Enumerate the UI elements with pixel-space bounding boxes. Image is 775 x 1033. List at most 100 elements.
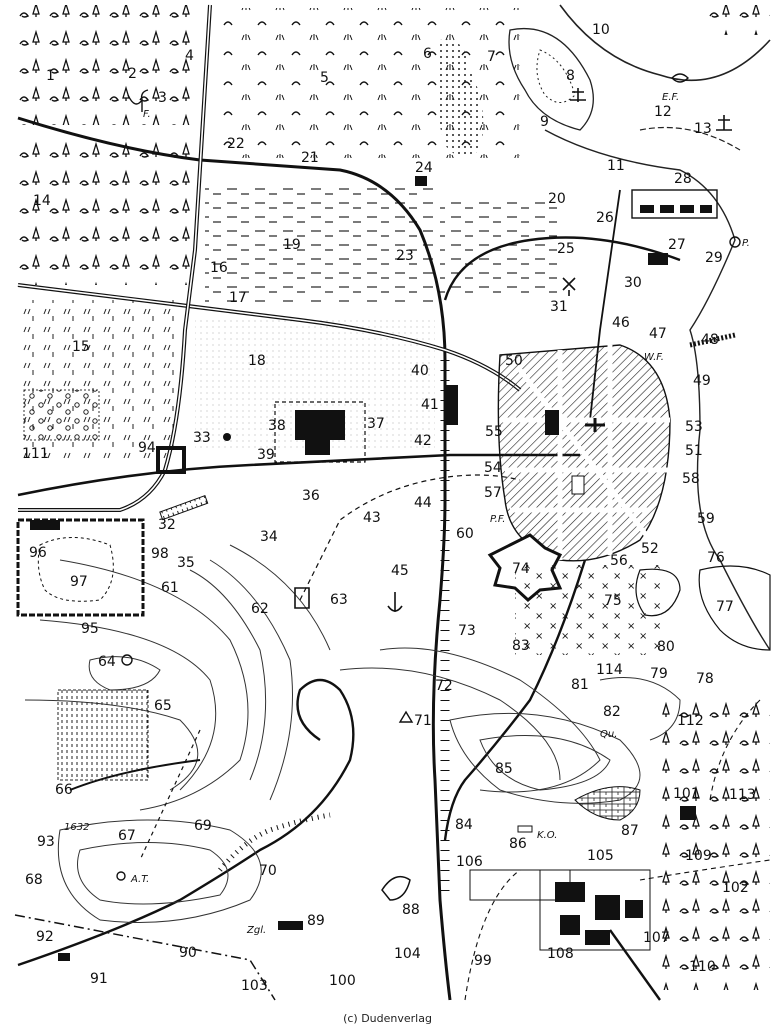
map-label-48: 48 — [701, 332, 719, 348]
map-label-104: 104 — [394, 946, 421, 962]
abbr-wf: W.F. — [644, 352, 664, 363]
map-label-5: 5 — [320, 70, 329, 86]
lake-76 — [698, 565, 771, 651]
map-label-78: 78 — [696, 671, 714, 687]
map-abbreviation-labels: F. E.F. P. W.F. P.F. Qu. K.O. A.T. Zgl. … — [64, 92, 750, 936]
symbol-33 — [223, 433, 231, 441]
map-label-82: 82 — [603, 704, 621, 720]
forest-area-southeast — [660, 690, 770, 990]
topographic-map: × × — [14, 4, 771, 1001]
ship-12 — [671, 73, 689, 83]
map-label-12: 12 — [654, 104, 672, 120]
tower-63 — [294, 587, 310, 609]
road-north-south-inner — [18, 4, 211, 511]
map-label-97: 97 — [70, 574, 88, 590]
map-label-69: 69 — [194, 818, 212, 834]
abbr-ef: E.F. — [662, 92, 679, 103]
map-label-84: 84 — [455, 817, 473, 833]
map-label-21: 21 — [301, 150, 319, 166]
map-label-42: 42 — [414, 433, 432, 449]
map-label-83: 83 — [512, 638, 530, 654]
map-label-77: 77 — [716, 599, 734, 615]
map-label-57: 57 — [484, 485, 502, 501]
map-label-113: 113 — [729, 787, 756, 803]
map-label-52: 52 — [641, 541, 659, 557]
map-label-20: 20 — [548, 191, 566, 207]
map-label-92: 92 — [36, 929, 54, 945]
map-label-110: 110 — [689, 959, 716, 975]
map-label-91: 91 — [90, 971, 108, 987]
map-label-61: 61 — [161, 580, 179, 596]
map-label-8: 8 — [566, 68, 575, 84]
map-label-102: 102 — [722, 880, 749, 896]
map-label-65: 65 — [154, 698, 172, 714]
map-label-44: 44 — [414, 495, 432, 511]
map-label-56: 56 — [610, 553, 628, 569]
map-label-112: 112 — [677, 713, 704, 729]
copyright-caption: (c) Dudenverlag — [343, 1012, 432, 1025]
map-label-100: 100 — [329, 973, 356, 989]
row-houses-28-units — [640, 205, 712, 213]
map-label-10: 10 — [592, 22, 610, 38]
map-label-58: 58 — [682, 471, 700, 487]
map-label-47: 47 — [649, 326, 667, 342]
map-label-93: 93 — [37, 834, 55, 850]
footpath-109 — [639, 859, 771, 881]
road-town-north — [443, 236, 681, 301]
marsh-area-east — [440, 195, 560, 295]
footpath-99 — [464, 869, 521, 1001]
map-label-50: 50 — [505, 353, 523, 369]
map-label-87: 87 — [621, 823, 639, 839]
building-101 — [680, 806, 696, 820]
map-label-89: 89 — [307, 913, 325, 929]
map-label-105: 105 — [587, 848, 614, 864]
town-streets — [500, 345, 670, 560]
forest-area-nw — [18, 5, 196, 125]
road-secondary — [17, 453, 580, 497]
garden-circles-area — [23, 389, 100, 441]
map-label-66: 66 — [55, 782, 73, 798]
map-label-53: 53 — [685, 419, 703, 435]
map-number-labels: 1 2 3 4 5 6 7 8 9 10 11 12 13 14 15 16 1… — [22, 22, 756, 994]
map-label-96: 96 — [29, 545, 47, 561]
footpath-100 — [14, 914, 276, 1001]
mine-87 — [574, 786, 641, 821]
lighthouse-8 — [570, 88, 586, 102]
map-label-36: 36 — [302, 488, 320, 504]
map-label-73: 73 — [458, 623, 476, 639]
map-label-1: 1 — [46, 68, 55, 84]
map-label-35: 35 — [177, 555, 195, 571]
trig-point-71 — [398, 710, 414, 723]
church-building — [545, 410, 559, 435]
abbr-elevation: 1632 — [64, 822, 89, 833]
abbr-at: A.T. — [130, 874, 149, 885]
brickworks-89 — [278, 921, 303, 930]
radio-tower-13 — [716, 115, 732, 131]
map-label-70: 70 — [259, 863, 277, 879]
railway-west — [17, 678, 355, 967]
map-label-103: 103 — [241, 978, 268, 994]
map-label-67: 67 — [118, 828, 136, 844]
map-label-95: 95 — [81, 621, 99, 637]
map-label-111: 111 — [22, 446, 49, 462]
map-label-98: 98 — [151, 546, 169, 562]
map-label-51: 51 — [685, 443, 703, 459]
map-label-81: 81 — [571, 677, 589, 693]
map-label-41: 41 — [421, 397, 439, 413]
map-label-38: 38 — [268, 418, 286, 434]
map-label-63: 63 — [330, 592, 348, 608]
symbol-64 — [121, 654, 133, 666]
map-label-62: 62 — [251, 601, 269, 617]
abbr-ko: K.O. — [537, 830, 557, 841]
station-building — [446, 385, 458, 425]
hill-inner-ne — [536, 49, 576, 103]
footpath-43 — [299, 474, 521, 601]
building-27 — [648, 253, 668, 265]
antler-3 — [127, 89, 149, 112]
map-label-59: 59 — [697, 511, 715, 527]
forest-area-west — [18, 140, 193, 285]
map-label-30: 30 — [624, 275, 642, 291]
anchor-45 — [387, 592, 403, 612]
town-hall-cross — [585, 418, 605, 432]
